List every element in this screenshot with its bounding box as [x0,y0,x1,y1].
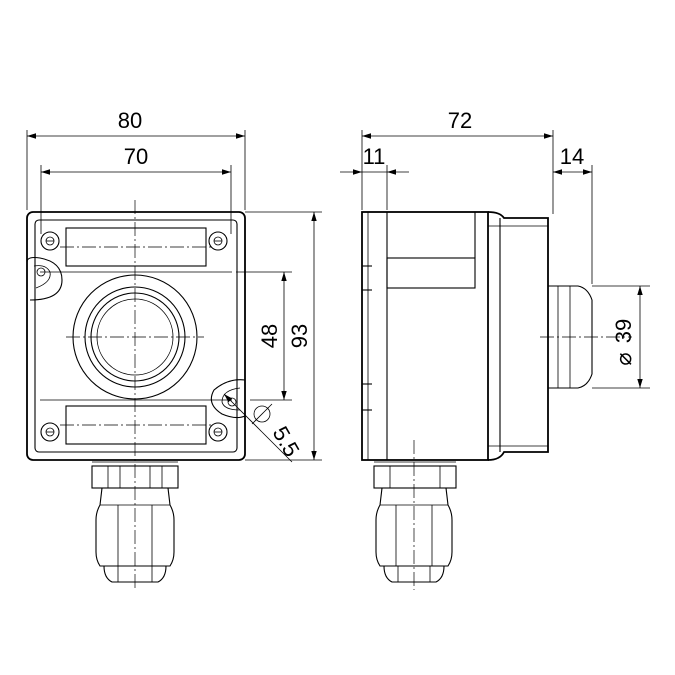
dimension-button-diameter: ⌀ 39 [592,285,650,389]
dimension-hole-diameter: 5.5 [223,393,305,463]
side-cover [487,211,549,461]
dim-label-5-5: 5.5 [268,422,305,461]
screw-bottom-left [40,422,60,442]
side-clip-detail [386,257,476,289]
side-view: 72 11 14 ⌀ 39 [340,108,650,590]
diameter-symbol: ⌀ [611,352,636,365]
dim-label-70: 70 [124,144,148,169]
cable-gland-front [91,461,179,583]
dim-label-80: 80 [118,108,142,133]
screw-top-right [208,231,228,251]
mounting-hole-top-left [26,256,63,301]
dim-label-72: 72 [448,108,472,133]
screw-bottom-right [208,422,228,442]
side-body-main [361,211,489,461]
dim-label-14: 14 [560,144,584,169]
dimension-80: 80 [26,108,246,210]
dim-label-11: 11 [363,144,386,169]
dim-label-48: 48 [257,324,282,348]
dimension-48: 48 [236,271,292,401]
screw-top-left [40,231,60,251]
enclosure-outline [26,211,246,461]
dimension-72: 72 [361,108,554,214]
dimension-14: 14 [553,144,593,284]
dimension-93: 93 [245,211,322,461]
dim-label-93: 93 [287,324,312,348]
dimension-70: 70 [40,144,232,234]
front-view: 80 70 93 48 5.5 [26,108,322,590]
cable-gland-side [373,461,457,583]
enclosure-inner-outline [34,219,238,453]
dim-label-39: 39 [611,319,636,343]
dimension-11: 11 [340,144,409,210]
